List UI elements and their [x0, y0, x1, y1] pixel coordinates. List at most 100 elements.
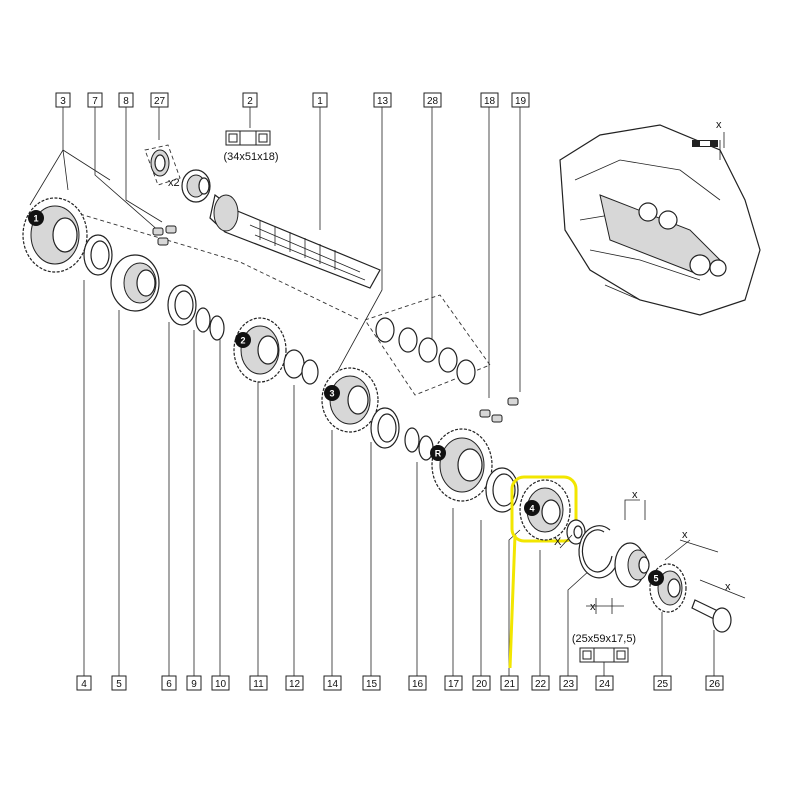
- bottom-label-12[interactable]: 12: [285, 675, 304, 691]
- bottom-label-24[interactable]: 24: [595, 675, 614, 691]
- gearbox-housing-inset: x: [559, 119, 761, 316]
- bearing-icon-top: [225, 130, 271, 146]
- top-label-19[interactable]: 19: [511, 92, 530, 108]
- shim-ring-group-box: [364, 294, 491, 396]
- svg-text:1: 1: [33, 214, 38, 224]
- washer-22[interactable]: [566, 519, 586, 545]
- svg-text:9: 9: [191, 679, 197, 690]
- ring-12b[interactable]: [301, 359, 319, 385]
- bolt-26[interactable]: x: [691, 579, 746, 633]
- reverse-gear-17[interactable]: R: [430, 428, 493, 502]
- bottom-label-17[interactable]: 17: [444, 675, 463, 691]
- svg-text:10: 10: [215, 679, 227, 690]
- bottom-label-21[interactable]: 21: [500, 675, 519, 691]
- synchro-ring-group-box: [144, 144, 181, 186]
- synchro-ring-4[interactable]: [83, 234, 113, 276]
- svg-text:3: 3: [60, 96, 66, 107]
- svg-text:21: 21: [504, 679, 516, 690]
- svg-text:17: 17: [448, 679, 460, 690]
- bottom-label-22[interactable]: 22: [531, 675, 550, 691]
- svg-text:22: 22: [535, 679, 547, 690]
- svg-text:x: x: [632, 489, 638, 501]
- bottom-label-16[interactable]: 16: [408, 675, 427, 691]
- fourth-gear-21-highlighted[interactable]: 4: [508, 475, 578, 669]
- synchro-ring-27[interactable]: [150, 149, 170, 177]
- svg-text:x: x: [716, 119, 722, 131]
- top-label-7[interactable]: 7: [87, 92, 103, 108]
- second-gear-11[interactable]: 2: [233, 317, 287, 383]
- first-gear-1[interactable]: 1: [22, 197, 88, 273]
- bearing-25x59x17-5[interactable]: x: [614, 489, 650, 588]
- synchro-ring-20[interactable]: [485, 467, 519, 513]
- svg-text:12: 12: [289, 679, 301, 690]
- svg-text:x: x: [682, 529, 688, 541]
- top-label-28[interactable]: 28: [423, 92, 442, 108]
- svg-text:6: 6: [166, 679, 172, 690]
- third-gear-14[interactable]: 3: [321, 367, 379, 433]
- synchro-ring-15[interactable]: [370, 407, 400, 449]
- top-label-8[interactable]: 8: [118, 92, 134, 108]
- circlip-23[interactable]: [578, 525, 619, 579]
- svg-text:11: 11: [253, 679, 264, 690]
- detent-key-19[interactable]: [507, 397, 519, 406]
- top-leader-lines: [29, 107, 521, 398]
- shim-rings-28[interactable]: [375, 317, 476, 385]
- bottom-leader-lines: [83, 280, 715, 676]
- svg-text:16: 16: [412, 679, 424, 690]
- bottom-label-11[interactable]: 11: [249, 675, 268, 691]
- washer-12[interactable]: [283, 349, 305, 379]
- svg-text:24: 24: [599, 679, 611, 690]
- svg-text:1: 1: [317, 96, 323, 107]
- svg-text:X: X: [554, 536, 562, 548]
- svg-text:5: 5: [653, 574, 658, 584]
- bottom-label-26[interactable]: 26: [705, 675, 724, 691]
- top-label-13[interactable]: 13: [373, 92, 392, 108]
- svg-text:13: 13: [377, 96, 389, 107]
- washer-10[interactable]: [209, 315, 225, 341]
- hub-sleeve-5[interactable]: [110, 254, 160, 312]
- synchro-ring-6[interactable]: [167, 284, 197, 326]
- bearing-icon-bottom: [579, 647, 629, 663]
- bearing-34x51x18[interactable]: [181, 169, 211, 203]
- svg-text:x: x: [590, 601, 596, 613]
- top-label-1[interactable]: 1: [312, 92, 328, 108]
- bottom-label-25[interactable]: 25: [653, 675, 672, 691]
- bottom-label-4[interactable]: 4: [76, 675, 92, 691]
- detent-keys-18[interactable]: [479, 409, 503, 423]
- svg-text:23: 23: [563, 679, 575, 690]
- bottom-label-6[interactable]: 6: [161, 675, 177, 691]
- bottom-label-20[interactable]: 20: [472, 675, 491, 691]
- detent-keys-8[interactable]: [152, 225, 177, 246]
- bottom-label-14[interactable]: 14: [323, 675, 342, 691]
- svg-text:8: 8: [123, 96, 129, 107]
- fifth-gear-25[interactable]: 5 x: [648, 529, 719, 613]
- top-label-3[interactable]: 3: [55, 92, 71, 108]
- svg-text:26: 26: [709, 679, 721, 690]
- mainshaft-dash-outline: [59, 207, 361, 321]
- svg-text:2: 2: [247, 96, 253, 107]
- bottom-label-9[interactable]: 9: [186, 675, 202, 691]
- svg-text:27: 27: [154, 96, 166, 107]
- dimension-x-left: X: [554, 534, 573, 549]
- top-label-2[interactable]: 2: [242, 92, 258, 108]
- top-label-27[interactable]: 27: [150, 92, 169, 108]
- bottom-label-5[interactable]: 5: [111, 675, 127, 691]
- bearing-measure-icon: x: [586, 598, 624, 614]
- svg-text:18: 18: [484, 96, 496, 107]
- washer-9[interactable]: [195, 307, 211, 333]
- bottom-label-10[interactable]: 10: [211, 675, 230, 691]
- bottom-label-15[interactable]: 15: [362, 675, 381, 691]
- multiplier-x2: x2: [168, 177, 180, 189]
- svg-text:20: 20: [476, 679, 488, 690]
- washer-16[interactable]: [404, 427, 434, 461]
- bottom-label-23[interactable]: 23: [559, 675, 578, 691]
- input-shaft-1[interactable]: [209, 193, 381, 289]
- top-label-18[interactable]: 18: [480, 92, 499, 108]
- svg-text:15: 15: [366, 679, 378, 690]
- svg-text:R: R: [435, 449, 442, 459]
- svg-text:3: 3: [329, 389, 334, 399]
- svg-text:28: 28: [427, 96, 439, 107]
- svg-text:25: 25: [657, 679, 669, 690]
- svg-text:19: 19: [515, 96, 527, 107]
